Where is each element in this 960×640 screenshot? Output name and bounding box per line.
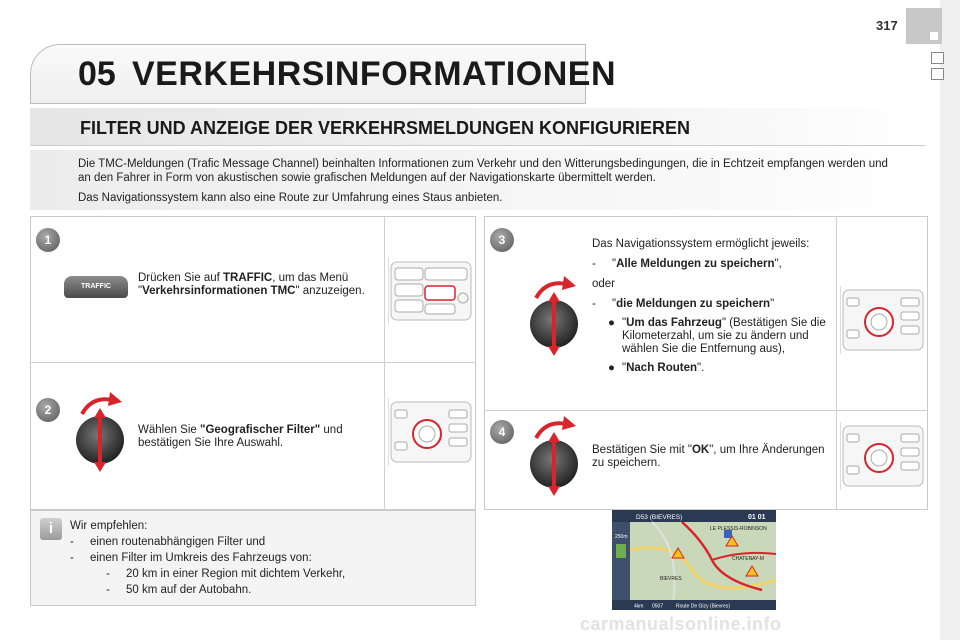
step-number-badge: 4: [490, 420, 514, 444]
step-2-text: Wählen Sie "Geografischer Filter" und be…: [138, 424, 343, 449]
step-1-text: Drücken Sie auf TRAFFIC, um das Menü "Ve…: [138, 272, 365, 297]
step-4-text: Bestätigen Sie mit "OK", um Ihre Änderun…: [592, 444, 825, 469]
map-place-label: CHATENAY-M: [732, 556, 764, 562]
tip-box: [30, 510, 476, 606]
side-marker-box: [931, 52, 944, 64]
map-status-road: Route De Gizy (Bievres): [676, 604, 730, 610]
intro-box: [30, 150, 928, 210]
page-side-strip: [940, 0, 960, 640]
section-header: [30, 108, 926, 146]
chapter-number: 05: [78, 55, 116, 93]
map-place-label: LE PLESSIS-ROBINSON: [710, 526, 767, 532]
traffic-button-icon: TRAFFIC: [64, 276, 128, 298]
map-clock: 01 01: [748, 514, 766, 521]
divider: [30, 362, 476, 363]
map-status-distance: 4km: [634, 604, 643, 610]
page-number: 317: [876, 18, 898, 33]
chapter-title: VERKEHRSINFORMATIONEN: [132, 55, 616, 93]
map-scale: 250m: [615, 534, 628, 540]
step-number-badge: 3: [490, 228, 514, 252]
tip-heading: Wir empfehlen:: [70, 520, 148, 532]
rotary-knob-icon: [530, 276, 578, 356]
intro-paragraph: Das Navigationssystem kann also eine Rou…: [78, 192, 503, 204]
control-panel-illustration: [840, 422, 924, 490]
intro-paragraph: Die TMC-Meldungen (Trafic Message Channe…: [78, 158, 888, 184]
side-marker-box: [931, 68, 944, 80]
section-title: FILTER UND ANZEIGE DER VERKEHRSMELDUNGEN…: [80, 118, 691, 138]
rotary-knob-icon: [76, 392, 124, 472]
map-status-time: 0507: [652, 604, 663, 610]
rotary-knob-icon: [530, 416, 578, 496]
control-panel-illustration: [388, 398, 472, 466]
tip-text: Wir empfehlen: -einen routenabhängigen F…: [70, 520, 346, 596]
intro-text: Die TMC-Meldungen (Trafic Message Channe…: [78, 157, 898, 205]
step-number-badge: 2: [36, 398, 60, 422]
footer-watermark: carmanualsonline.info: [580, 614, 782, 634]
divider: [836, 216, 837, 510]
divider: [384, 216, 385, 510]
divider: [484, 410, 928, 411]
corner-tab: [906, 8, 942, 44]
info-icon: i: [40, 518, 62, 540]
step-3-text: Das Navigationssystem ermöglicht jeweils…: [592, 238, 826, 374]
step-number-badge: 1: [36, 228, 60, 252]
control-panel-illustration: [840, 286, 924, 354]
map-place-label: BIEVRES: [660, 576, 682, 582]
control-panel-illustration: [388, 258, 472, 324]
navigation-map-screenshot: D53 (BIEVRES) 01 01 250m LE PLESSIS-ROBI…: [612, 510, 776, 610]
map-road-label: D53 (BIEVRES): [636, 514, 682, 521]
chapter-header: [30, 44, 586, 104]
